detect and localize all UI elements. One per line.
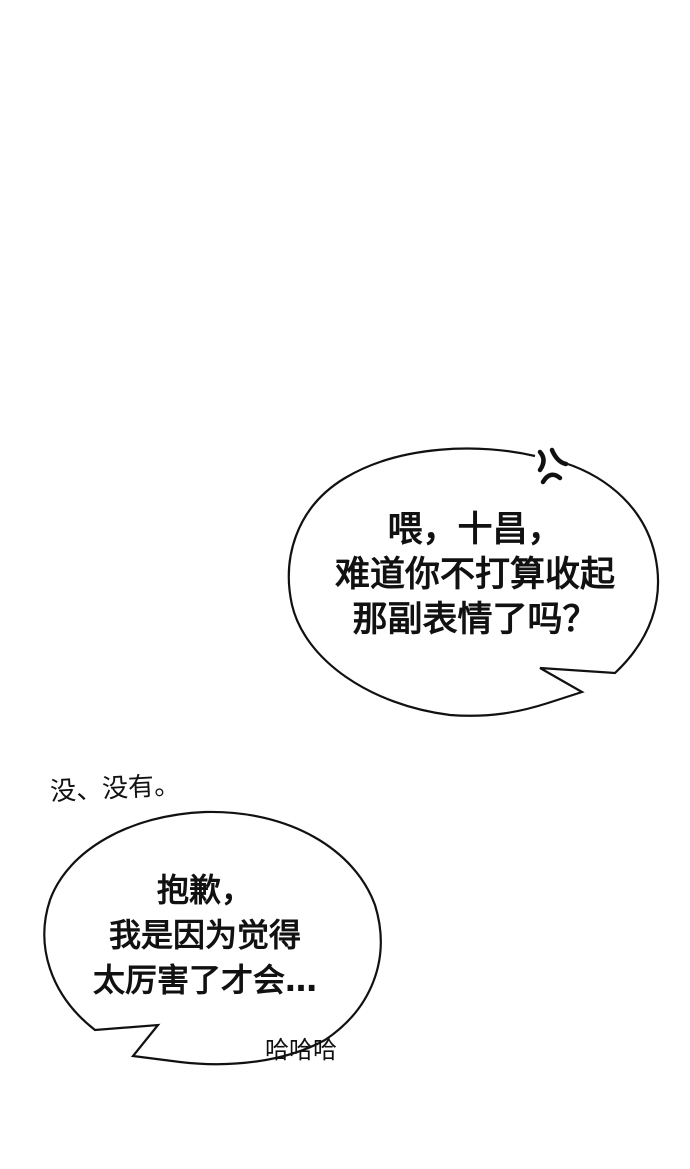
- anger-vein-icon: [537, 447, 569, 485]
- speech-bubble-top: [287, 447, 660, 717]
- bubble-line: 难道你不打算收起: [334, 555, 615, 595]
- bubble-line: 我是因为觉得: [108, 916, 301, 954]
- bubble-line: 太厉害了才会…: [92, 961, 317, 999]
- laugh-sfx: 哈哈哈: [265, 1036, 337, 1064]
- side-caption: 没、没有。: [49, 770, 181, 808]
- speech-bubble-bottom-text: 抱歉， 我是因为觉得 太厉害了才会…: [60, 868, 350, 1003]
- bubble-line: 抱歉，: [156, 871, 253, 909]
- bubble-line: 喂，十昌，: [387, 510, 563, 550]
- bubble-line: 那副表情了吗？: [352, 600, 598, 640]
- speech-bubble-top-text: 喂，十昌， 难道你不打算收起 那副表情了吗？: [300, 508, 650, 643]
- speech-bubble-bottom: [43, 810, 382, 1066]
